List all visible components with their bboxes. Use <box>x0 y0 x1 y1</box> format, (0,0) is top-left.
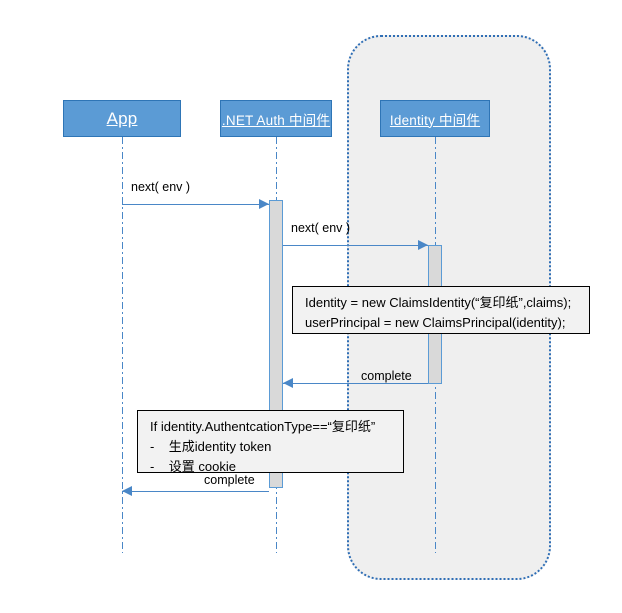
message-label-complete-1: complete <box>361 369 412 383</box>
note-line: - 生成identity token <box>150 439 272 454</box>
note-claims-identity: Identity = new ClaimsIdentity(“复印纸”,clai… <box>292 286 590 334</box>
message-line-next-env-2 <box>283 245 428 246</box>
participant-identity[interactable]: Identity 中间件 <box>380 100 490 137</box>
message-label-next-env-1: next( env ) <box>131 180 191 194</box>
participant-app[interactable]: App <box>63 100 181 137</box>
message-label-complete-2: complete <box>204 473 255 487</box>
note-line: Identity = new ClaimsIdentity(“复印纸”,clai… <box>305 295 572 310</box>
arrow-head-next-env-2 <box>418 240 428 250</box>
message-line-next-env-1 <box>122 204 269 205</box>
note-auth-type: If identity.AuthentcationType==“复印纸” - 生… <box>137 410 404 474</box>
arrow-head-next-env-1 <box>259 199 269 209</box>
message-line-complete-1 <box>283 383 428 384</box>
note-line: If identity.AuthentcationType==“复印纸” <box>150 419 376 434</box>
message-label-next-env-2: next( env ) <box>291 221 351 235</box>
participant-dotnet-auth[interactable]: .NET Auth 中间件 <box>220 100 332 137</box>
participant-dotnet-auth-label: .NET Auth 中间件 <box>221 112 331 128</box>
note-line: - 设置 cookie <box>150 459 236 474</box>
lifeline-app <box>122 137 123 553</box>
arrow-head-complete-1 <box>283 378 293 388</box>
arrow-head-complete-2 <box>122 486 132 496</box>
note-line: userPrincipal = new ClaimsPrincipal(iden… <box>305 315 566 330</box>
message-line-complete-2 <box>122 491 269 492</box>
participant-identity-label: Identity 中间件 <box>389 112 481 128</box>
participant-app-label: App <box>106 108 138 128</box>
